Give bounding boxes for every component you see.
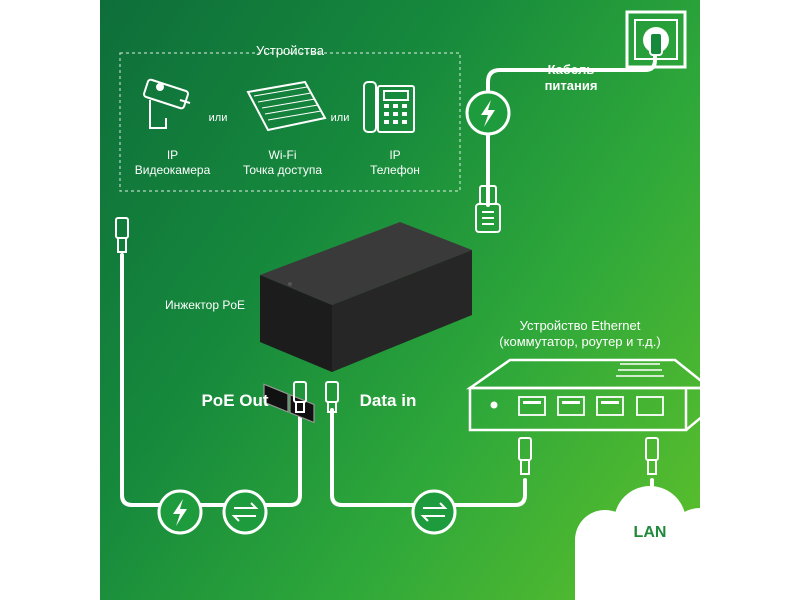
wifi-caption-line2: Точка доступа	[242, 163, 323, 177]
phone-caption: IP Телефон	[345, 148, 445, 178]
cctv-camera-icon	[143, 78, 191, 129]
power-cable-to-outlet	[486, 43, 657, 94]
ethernet-device	[466, 358, 700, 432]
cloud-icon	[575, 486, 700, 600]
diagram-art: или или	[115, 10, 700, 600]
wifi-caption-line1: Wi-Fi	[268, 148, 297, 162]
power-cable-label: Кабель питания	[516, 62, 626, 95]
devices-title: Устройства	[255, 43, 324, 58]
ethernet-device-label-line1: Устройство Ethernet	[519, 318, 641, 333]
or-label-1: или	[209, 112, 228, 124]
ethernet-device-label: Устройство Ethernet (коммутатор, роутер …	[470, 318, 690, 351]
injector-label: Инжектор PoE	[164, 298, 246, 312]
rj45-connector-icon	[115, 217, 659, 475]
data-arrows-icon	[222, 489, 268, 535]
phone-caption-line1: IP	[389, 148, 401, 162]
poe-out-cable	[120, 253, 302, 507]
data-in-label: Data in	[359, 391, 417, 410]
power-cable-label-line2: питания	[544, 78, 598, 94]
data-arrows-icon	[411, 489, 457, 535]
poe-injector-device	[260, 222, 472, 424]
lan-label: LAN	[633, 524, 667, 541]
camera-caption: IP Видеокамера	[120, 148, 225, 178]
power-cable-label-line1: Кабель	[547, 62, 595, 77]
power-outlet-icon	[625, 10, 687, 69]
wifi-caption: Wi-Fi Точка доступа	[230, 148, 335, 178]
or-label-2: или	[331, 112, 350, 124]
power-plug-icon	[475, 185, 501, 233]
bolt-icon	[157, 489, 203, 535]
bolt-icon	[465, 90, 511, 136]
camera-caption-line1: IP	[166, 148, 179, 162]
ethernet-device-label-line2: (коммутатор, роутер и т.д.)	[499, 334, 661, 350]
camera-caption-line2: Видеокамера	[134, 163, 211, 177]
wifi-access-point-icon	[246, 80, 327, 132]
ip-phone-icon	[363, 81, 415, 133]
devices-box	[119, 52, 461, 192]
diagram-panel: или или	[100, 0, 700, 600]
poe-out-label: PoE Out	[201, 391, 269, 410]
phone-caption-line2: Телефон	[370, 163, 420, 177]
